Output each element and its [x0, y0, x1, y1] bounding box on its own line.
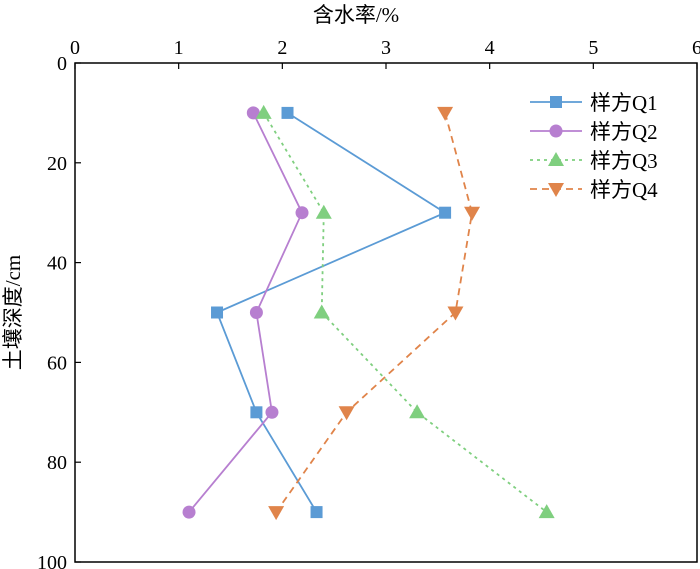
legend-label: 样方Q3 [590, 149, 658, 173]
data-point [182, 505, 196, 519]
x-tick-label: 6 [692, 37, 700, 59]
x-tick-label: 2 [277, 37, 287, 59]
data-point [310, 506, 323, 519]
data-point [281, 106, 294, 119]
x-tick-label: 0 [70, 37, 80, 59]
y-tick-label: 0 [57, 53, 67, 75]
data-point [338, 406, 355, 421]
y-tick-label: 20 [47, 153, 67, 175]
data-point [437, 106, 454, 121]
data-point [211, 306, 224, 319]
data-point [313, 304, 330, 319]
x-tick-label: 1 [174, 37, 184, 59]
data-point [250, 406, 263, 419]
legend-marker [548, 183, 564, 197]
legend-label: 样方Q4 [590, 178, 658, 202]
y-tick-label: 60 [47, 352, 67, 374]
legend-marker [549, 124, 563, 138]
data-point [246, 106, 260, 120]
data-point [295, 206, 309, 220]
x-tick-label: 4 [485, 37, 495, 59]
y-tick-label: 80 [47, 452, 67, 474]
y-tick-label: 100 [37, 552, 67, 569]
series-line-4 [275, 112, 473, 513]
data-point [268, 506, 285, 521]
y-axis-title: 土壤深度/cm [1, 255, 25, 371]
legend-marker [550, 96, 562, 108]
data-point [315, 204, 332, 219]
data-point [447, 306, 464, 321]
data-point [249, 306, 263, 319]
data-point [409, 404, 426, 419]
x-tick-label: 5 [588, 37, 598, 59]
data-point [265, 405, 279, 419]
y-tick-label: 40 [47, 253, 67, 275]
data-point [439, 206, 452, 219]
x-tick-label: 3 [381, 37, 391, 59]
x-axis-title: 含水率/% [313, 3, 399, 27]
legend-marker [548, 152, 564, 166]
legend-label: 样方Q1 [590, 91, 658, 115]
series-line-2 [188, 112, 304, 513]
legend-label: 样方Q2 [590, 120, 658, 144]
series-line-3 [262, 112, 548, 513]
data-point [255, 104, 272, 119]
data-point [538, 504, 555, 519]
data-point [464, 206, 481, 221]
